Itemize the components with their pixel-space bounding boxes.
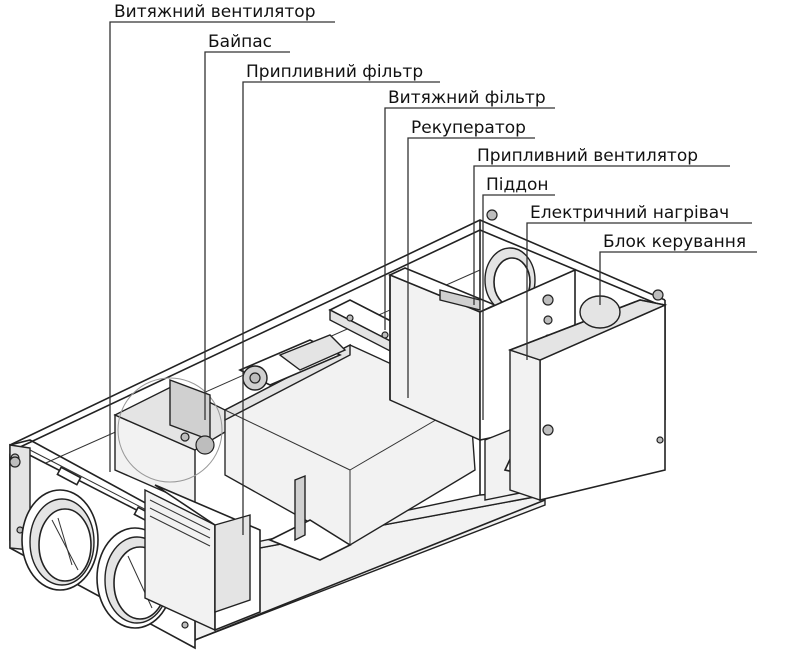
label-exhaust-fan: Витяжний вентилятор — [114, 2, 316, 22]
label-recuperator: Рекуператор — [411, 118, 526, 138]
duct-collar-exhaust — [21, 489, 99, 591]
leader-lines — [109, 21, 757, 535]
exhaust-fan-housing — [113, 377, 247, 507]
label-drip-tray: Піддон — [486, 175, 549, 195]
label-electric-heater: Електричний нагрівач — [530, 203, 730, 223]
supply-filter — [144, 484, 261, 632]
label-bypass: Байпас — [208, 32, 273, 52]
label-supply-fan: Припливний вентилятор — [477, 146, 699, 166]
label-exhaust-filter: Витяжний фільтр — [388, 88, 546, 108]
control-block-box — [507, 295, 668, 502]
label-supply-filter: Припливний фільтр — [246, 62, 424, 82]
bypass-damper — [238, 334, 347, 391]
label-control-block: Блок керування — [603, 232, 747, 252]
bypass-circle — [117, 377, 223, 483]
